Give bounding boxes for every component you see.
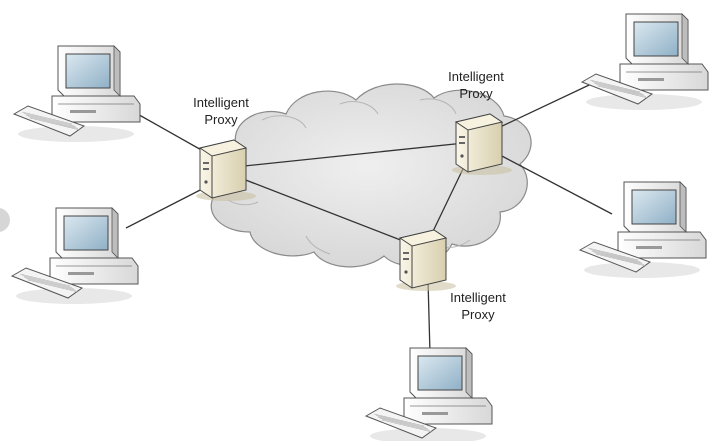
proxy-label-line: Intelligent [448, 69, 504, 84]
link-pc-top-left [133, 111, 213, 157]
link-proxy-left-proxy-right [224, 141, 475, 169]
desktop-computer-icon [364, 347, 493, 444]
desktop-computer-icon [580, 13, 709, 110]
proxy-label-line: Proxy [204, 112, 238, 127]
proxy-server-icon [196, 139, 256, 201]
network-cloud [202, 83, 532, 268]
proxy-label-line: Proxy [461, 307, 495, 322]
link-pc-bottom [427, 279, 431, 355]
link-proxy-left-proxy-bottom [224, 171, 417, 247]
proxy-label-line: Intelligent [193, 95, 249, 110]
proxy-server-icon [396, 229, 456, 291]
proxy-label-left: Intelligent Proxy [193, 95, 249, 127]
proxy-label-line: Proxy [459, 86, 493, 101]
link-pc-mid-right [497, 153, 613, 215]
desktop-computer-icon [12, 45, 141, 142]
desktop-computer-icon [10, 207, 139, 304]
link-pc-top-right [497, 77, 605, 129]
proxy-label-right: Intelligent Proxy [448, 69, 504, 101]
edge-scroll-handle[interactable] [0, 208, 10, 232]
proxy-label-line: Intelligent [450, 290, 506, 305]
proxy-label-bottom: Intelligent Proxy [450, 290, 506, 322]
desktop-computer-icon [578, 181, 707, 278]
link-pc-mid-left [125, 185, 209, 229]
proxy-server-icon [452, 113, 512, 175]
